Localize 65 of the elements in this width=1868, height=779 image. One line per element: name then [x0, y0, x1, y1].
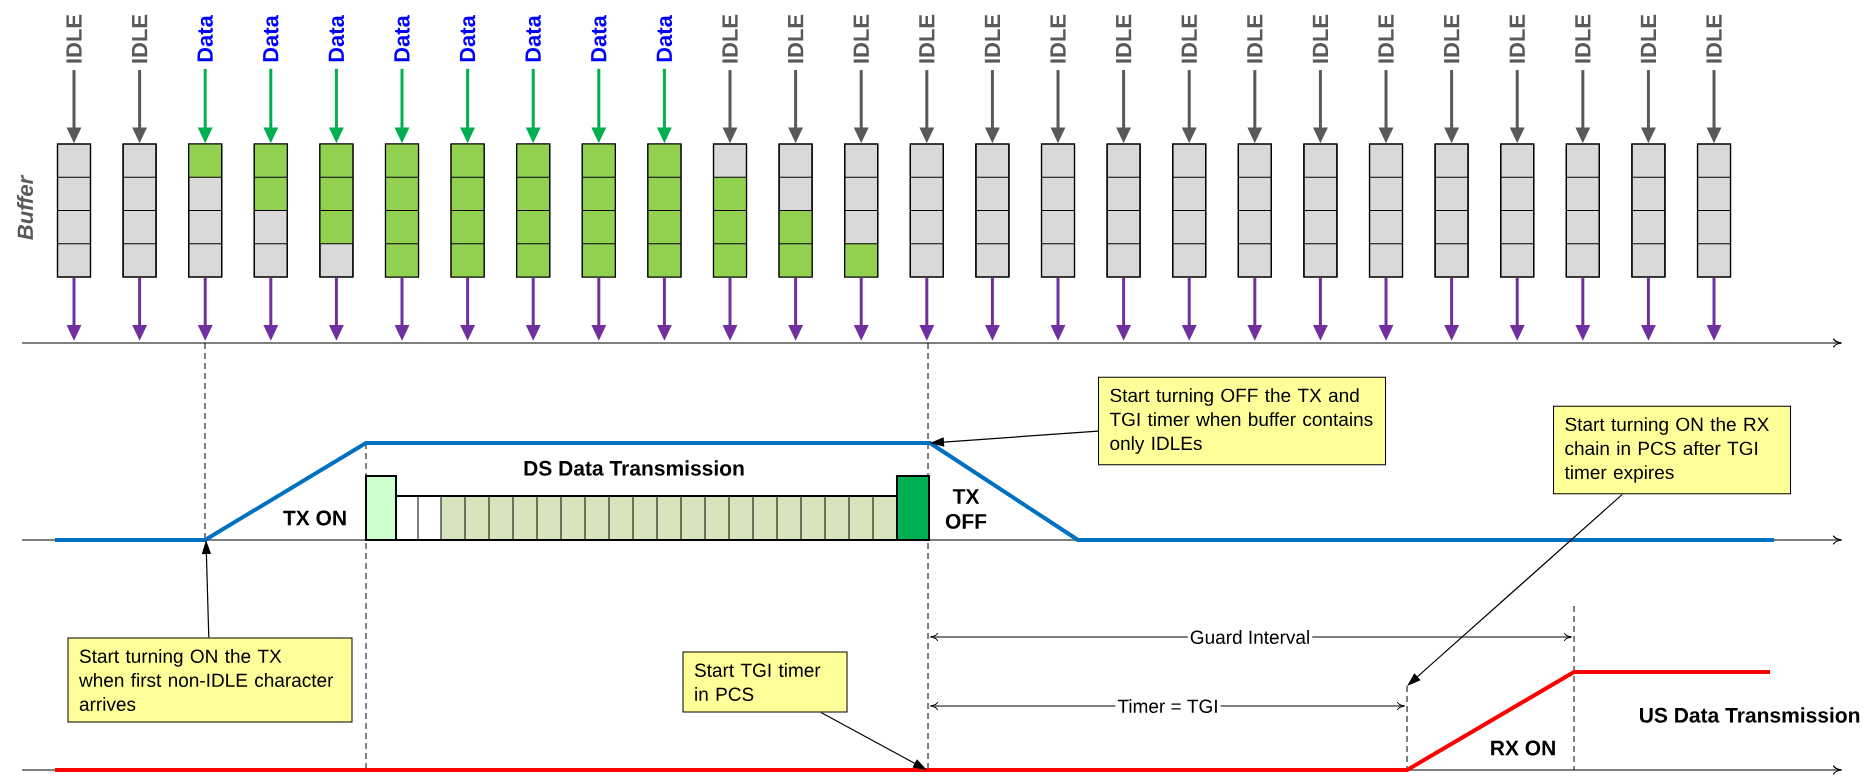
buffer-stack	[844, 143, 879, 278]
buffer-stack	[581, 143, 616, 278]
axis-label: Buffer	[16, 174, 34, 240]
signal-label: IDLE	[1706, 14, 1722, 63]
callout-box: Start turning ON the RX chain in PCS after TGI timer expires	[1553, 405, 1791, 495]
signal-label: IDLE	[66, 14, 82, 63]
buffer-stack	[1631, 143, 1666, 278]
signal-label: Data	[263, 15, 279, 62]
buffer-stack	[909, 143, 944, 278]
signal-label: TX OFF	[945, 489, 987, 529]
buffer-stack	[1500, 143, 1535, 278]
callout-box: Start turning OFF the TX and TGI timer when buffer contains only IDLEs	[1098, 376, 1386, 466]
signal-label: IDLE	[1575, 14, 1591, 63]
signal-label: Data	[656, 15, 673, 62]
callout-box: Start TGI timer in PCS	[682, 651, 848, 713]
signal-label: RX ON	[1491, 740, 1555, 756]
buffer-stack	[1696, 143, 1732, 278]
buffer-stack	[516, 143, 551, 278]
signal-label: IDLE	[1312, 14, 1328, 63]
buffer-stack	[1368, 143, 1404, 278]
buffer-stack	[1565, 143, 1600, 278]
signal-label: Data	[525, 15, 541, 62]
signal-label: IDLE	[1050, 14, 1066, 63]
signal-label: IDLE	[919, 14, 935, 63]
signal-label: IDLE	[1247, 14, 1263, 63]
dimension-label: Guard Interval	[1187, 628, 1313, 646]
buffer-stack	[1303, 143, 1338, 278]
signal-label: IDLE	[984, 14, 1000, 63]
signal-label: IDLE	[132, 14, 148, 63]
signal-label: IDLE	[788, 14, 804, 63]
signal-label: IDLE	[1181, 14, 1197, 63]
buffer-stack	[1106, 143, 1141, 278]
buffer-stack	[778, 143, 813, 278]
buffer-stack	[1434, 143, 1469, 278]
buffer-stack	[56, 143, 92, 278]
signal-label: IDLE	[1378, 14, 1394, 63]
buffer-stack	[1040, 143, 1076, 278]
signal-label: US Data Transmission	[1640, 707, 1860, 723]
signal-label: IDLE	[853, 14, 869, 63]
buffer-stack	[122, 143, 157, 278]
signal-label: Data	[459, 15, 476, 62]
buffer-stack	[384, 143, 420, 278]
buffer-stack	[647, 143, 682, 278]
buffer-stack	[450, 143, 485, 278]
signal-label: Data	[197, 15, 213, 62]
buffer-stack	[975, 143, 1010, 278]
signal-label: TX ON	[283, 510, 346, 526]
buffer-stack	[1172, 143, 1207, 278]
leader-line	[1407, 493, 1623, 686]
buffer-stack	[253, 143, 288, 278]
signal-label: IDLE	[722, 14, 738, 63]
dimension-label: Timer = TGI	[1115, 697, 1221, 715]
buffer-stack	[319, 143, 354, 278]
signal-label: Data	[328, 15, 345, 62]
signal-label: Data	[591, 15, 607, 62]
signal-label: DS Data Transmission	[524, 460, 744, 476]
buffer-stack	[712, 143, 748, 278]
buffer-stack	[188, 143, 223, 278]
signal-label: IDLE	[1444, 14, 1460, 63]
callout-box: Start turning ON the TX when first non-IDLE character arrives	[67, 637, 353, 723]
signal-label: IDLE	[1116, 14, 1132, 63]
signal-label: Data	[394, 15, 410, 62]
signal-label: IDLE	[1640, 14, 1656, 63]
buffer-stack	[1237, 143, 1272, 278]
signal-label: IDLE	[1509, 14, 1525, 63]
